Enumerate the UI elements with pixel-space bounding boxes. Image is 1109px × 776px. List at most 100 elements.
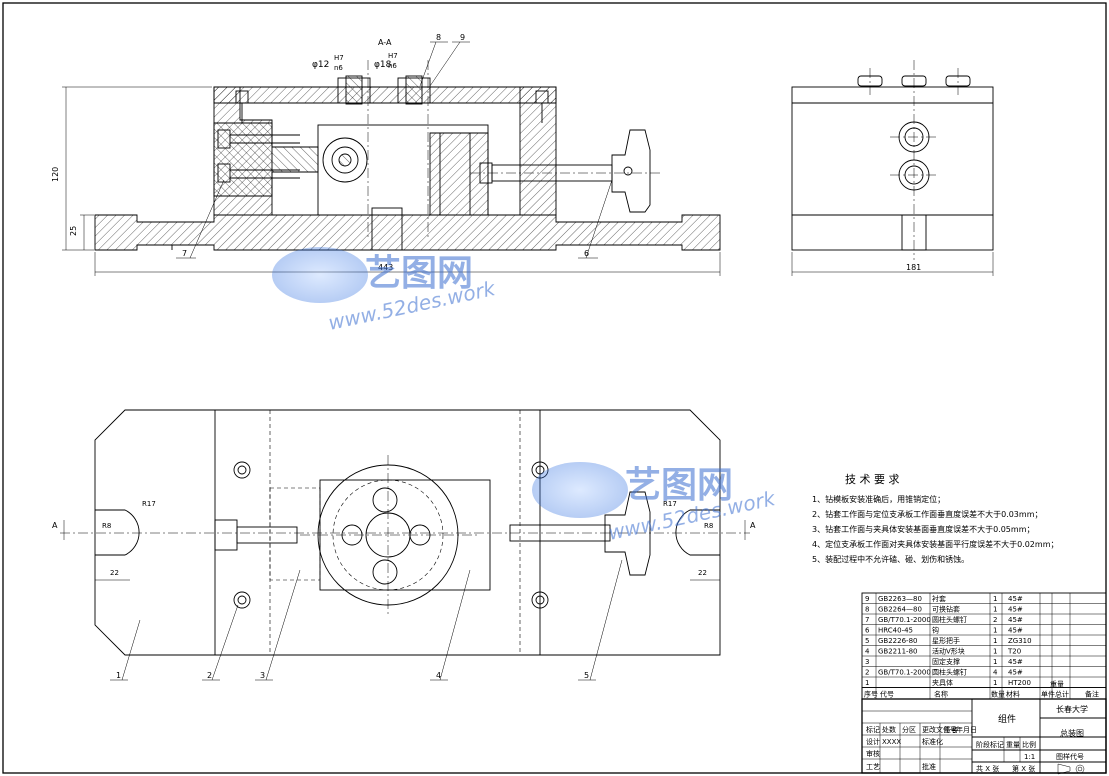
bom-cell: ZG310 xyxy=(1008,637,1032,645)
balloon-4: 4 xyxy=(436,671,441,680)
bom-cell: 夹具体 xyxy=(932,678,953,687)
bom-cell: 8 xyxy=(865,606,869,614)
bom-cell: 45# xyxy=(1008,606,1023,614)
top-view: A A R17 R17 R8 R8 22 22 1 2 3 4 5 xyxy=(52,409,756,681)
bom-header-cell: 材料 xyxy=(1006,690,1020,699)
tech-requirements: 技 术 要 求 1、钻模板安装准确后，用锥销定位； 2、钻套工作面与定位支承板工… xyxy=(812,473,1059,564)
bom-cell: HRC40-45 xyxy=(878,627,913,635)
watermark-brand-2: 艺图网 xyxy=(625,465,733,506)
bom-cell: 1 xyxy=(993,658,997,666)
tb-part-name: 组件 xyxy=(998,713,1016,725)
dim-22-right: 22 xyxy=(698,569,707,577)
bom-cell: 星形把手 xyxy=(932,636,960,645)
bom-cell: 2 xyxy=(993,616,997,624)
tech-item-1: 1、钻模板安装准确后，用锥销定位； xyxy=(812,494,945,504)
balloon-5: 5 xyxy=(584,671,589,680)
section-mark-left: A xyxy=(52,521,58,530)
bom-cell: 1 xyxy=(993,595,997,603)
bom-cell: GB/T70.1-2000 xyxy=(878,669,931,677)
bom-cell: 45# xyxy=(1008,616,1023,624)
watermark-1: 艺图网 www.52des.work xyxy=(272,247,498,335)
radius8-right: R8 xyxy=(704,522,713,530)
bom-cell: 1 xyxy=(993,679,997,687)
fit-right-den: n6 xyxy=(388,62,397,70)
bom-header-cell: 名称 xyxy=(934,690,948,699)
tb-scale-value: 1:1 xyxy=(1024,753,1035,761)
bom-header-weight: 重量 xyxy=(1050,681,1064,689)
bom-cell: 圆柱头螺钉 xyxy=(932,615,967,624)
tb-design: 设计 xyxy=(866,737,880,746)
tb-code: 图样代号 xyxy=(1056,752,1084,761)
tb-standard: 标准化 xyxy=(922,737,943,746)
bom-cell: GB2226-80 xyxy=(878,637,917,645)
fit-left: φ12 xyxy=(312,60,329,70)
balloon-6: 6 xyxy=(584,249,589,258)
tb-school: 长春大学 xyxy=(1056,704,1088,714)
bom-cell: 45# xyxy=(1008,669,1023,677)
section-mark-right: A xyxy=(750,521,756,530)
fit-left-num: H7 xyxy=(334,54,344,62)
bom-cell: 1 xyxy=(993,627,997,635)
bom-cell: T20 xyxy=(1007,648,1021,656)
fit-left-den: n6 xyxy=(334,64,343,72)
tb-approve: 批准 xyxy=(922,762,936,771)
radius-right: R17 xyxy=(663,500,677,508)
tb-weight: 重量 xyxy=(1006,741,1020,749)
tb-change-doc: 更改文件号 xyxy=(922,725,957,734)
section-label: A-A xyxy=(378,38,392,47)
watermark-brand-1: 艺图网 xyxy=(365,253,473,294)
fit-right: φ18 xyxy=(374,60,392,70)
side-view: 181 xyxy=(791,60,994,276)
bom-cell: 6 xyxy=(865,627,870,635)
dim-base: 25 xyxy=(69,226,78,236)
bom-header-cell: 代号 xyxy=(880,690,894,699)
balloon-3: 3 xyxy=(260,671,265,680)
bom-cell: GB2264—80 xyxy=(878,606,922,614)
bom-cell: 4 xyxy=(993,669,998,677)
projection-symbol-icon xyxy=(1057,763,1085,775)
bom-cell: 1 xyxy=(865,679,869,687)
tb-drawing-name: 总装图 xyxy=(1060,728,1084,738)
tb-mark: 标记 xyxy=(866,725,880,734)
bom-cell: 3 xyxy=(865,658,869,666)
balloon-9: 9 xyxy=(460,33,465,42)
front-section-view: 120 25 443 A-A φ12 H7 n6 φ18 H7 n6 8 9 7… xyxy=(51,33,721,276)
bom-cell: 9 xyxy=(865,595,869,603)
bom-cell: 衬套 xyxy=(932,594,946,603)
bom-header-cell: 序号 xyxy=(864,690,878,699)
bom-cell: 可换钻套 xyxy=(932,605,960,614)
bom-header-cell: 备注 xyxy=(1085,690,1099,699)
bom-cell: 45# xyxy=(1008,658,1023,666)
bom-cell: 2 xyxy=(865,669,869,677)
bom-cell: GB2211-80 xyxy=(878,648,917,656)
balloon-7: 7 xyxy=(182,249,187,258)
tech-item-2: 2、钻套工作面与定位支承板工作面垂直度误差不大于0.03mm； xyxy=(812,509,1043,519)
bom-cell: 1 xyxy=(993,606,997,614)
bom-header xyxy=(861,687,1107,700)
bom-cell: 圆柱头螺钉 xyxy=(932,668,967,677)
tb-scale: 比例 xyxy=(1022,740,1036,749)
bom-cell: 7 xyxy=(865,616,869,624)
bom-cell: HT200 xyxy=(1008,679,1031,687)
bom-header-cell: 单件 xyxy=(1041,690,1055,699)
radius8-left: R8 xyxy=(102,522,111,530)
bom-cell: 4 xyxy=(865,648,870,656)
bom-cell: 45# xyxy=(1008,627,1023,635)
dim-height: 120 xyxy=(51,167,60,182)
balloon-1: 1 xyxy=(116,671,121,680)
tb-count: 处数 xyxy=(882,725,896,734)
watermark-2: 艺图网 www.52des.work xyxy=(532,462,778,545)
bom-header-cell: 数量 xyxy=(991,690,1005,699)
tech-item-4: 4、定位支承板工作面对夹具体安装基面平行度误差不大于0.02mm； xyxy=(812,539,1059,549)
bom-cell: GB2263—80 xyxy=(878,595,922,603)
title-block: 标记 处数 分区 更改文件号 签名 年月日 设计 XXXX 标准化 审核 工艺 … xyxy=(861,698,1107,775)
tb-stage: 阶段标记 xyxy=(976,740,1004,749)
balloon-2: 2 xyxy=(207,671,212,680)
bom-cell: 1 xyxy=(993,637,997,645)
bom-cell: 45# xyxy=(1008,595,1023,603)
tb-sheet-no: 第 X 张 xyxy=(1012,764,1035,773)
tech-item-3: 3、钻套工作面与夹具体安装基面垂直度误差不大于0.05mm； xyxy=(812,524,1035,534)
dim-width: 181 xyxy=(906,263,921,272)
